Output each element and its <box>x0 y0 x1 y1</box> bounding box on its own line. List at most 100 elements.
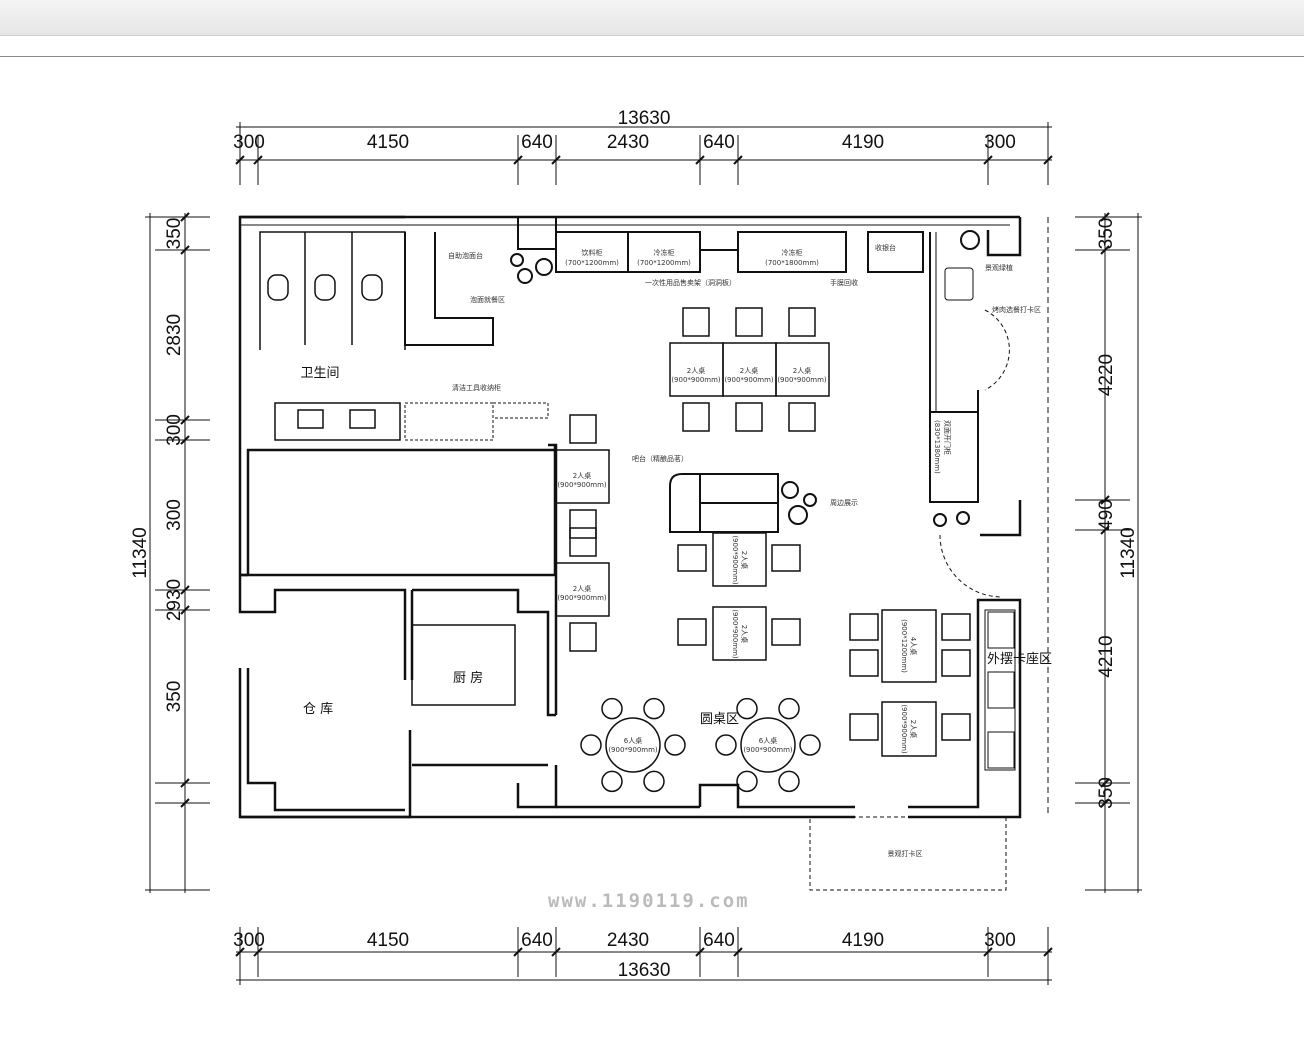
sink-icon <box>297 409 324 429</box>
table-size: (900*900mm) <box>724 376 774 384</box>
table-size: (900*900mm) <box>557 594 607 602</box>
room-kitchen: 厨 房 <box>453 670 483 686</box>
label-film-recycle: 手膜回收 <box>830 278 858 287</box>
square-table <box>775 342 830 397</box>
stool-icon <box>601 697 623 720</box>
dim-segment: 2830 <box>164 314 185 356</box>
label-disposable-rack: 一次性用品售卖架（洞洞板） <box>645 278 736 287</box>
square-table <box>555 449 610 504</box>
label-scenic-checkin: 景观打卡区 <box>888 849 923 858</box>
stool-icon <box>664 734 686 756</box>
table-label: 2人桌 <box>740 366 758 375</box>
watermark: www.1190119.com <box>548 890 750 912</box>
square-table <box>712 606 767 661</box>
chair-icon <box>682 402 710 432</box>
dim-total-width-bottom: 13630 <box>618 960 671 981</box>
dim-total-width: 13630 <box>618 108 671 129</box>
stool-icon <box>778 697 800 720</box>
table-label: 2人桌 <box>687 366 705 375</box>
dim-segment: 300 <box>984 132 1016 153</box>
square-table <box>881 701 937 757</box>
table-size: (900*900mm) <box>731 609 739 659</box>
chair-icon <box>569 622 597 652</box>
dining-tables: 2人桌(900*900mm)2人桌(900*900mm)2人桌(900*900m… <box>555 307 971 793</box>
round-table <box>605 717 661 773</box>
table-size: (900*900mm) <box>777 376 827 384</box>
room-restroom: 卫生间 <box>300 366 339 381</box>
stool-icon <box>580 734 602 756</box>
stool-icon <box>799 734 821 756</box>
stool-icon <box>643 770 665 793</box>
chair-icon <box>941 649 971 677</box>
dim-segment: 350 <box>1096 777 1117 809</box>
dim-segment: 4190 <box>842 930 884 951</box>
table-size: (900*900mm) <box>900 704 908 754</box>
stool-icon <box>715 734 737 756</box>
self-service-counter: 自助泡面台 泡面就餐区 清洁工具收纳柜 <box>404 216 557 441</box>
dim-segment: 300 <box>233 930 265 951</box>
dim-segment: 640 <box>521 930 553 951</box>
label-freezer-1: 冷冻柜 <box>654 248 675 257</box>
cabinets: 饮料柜 (700*1200mm) 冷冻柜 (700*1200mm) 冷冻柜 (7… <box>555 231 924 287</box>
walls <box>238 215 1022 819</box>
table-label: 2人桌 <box>793 366 811 375</box>
dim-segment: 300 <box>164 414 185 446</box>
table-size: (900*900mm) <box>557 481 607 489</box>
dim-segment: 300 <box>233 132 265 153</box>
chair-icon <box>569 509 597 539</box>
dim-segment: 2430 <box>607 132 649 153</box>
stool-icon <box>736 697 758 720</box>
round-table <box>740 717 796 773</box>
label-freezer-2-size: (700*1800mm) <box>765 259 819 267</box>
square-table <box>712 532 767 587</box>
dim-segment: 2430 <box>607 930 649 951</box>
table-label: 6人桌 <box>759 736 777 745</box>
label-freezer-1-size: (700*1200mm) <box>637 259 691 267</box>
table-label: 2人桌 <box>573 584 591 593</box>
stool-icon <box>736 770 758 793</box>
dim-segment: 490 <box>1096 499 1117 531</box>
chair-icon <box>682 307 710 337</box>
dim-segment: 4190 <box>842 132 884 153</box>
label-drink-cabinet-size: (700*1200mm) <box>565 259 619 267</box>
table-size: (900*900mm) <box>608 746 658 754</box>
chair-icon <box>849 613 879 641</box>
chair-icon <box>735 402 763 432</box>
bar-counter: 吧台（精酿品茗） 周边展示 <box>632 454 858 533</box>
chair-icon <box>677 618 707 646</box>
chair-icon <box>941 613 971 641</box>
plant-icon <box>510 230 980 527</box>
chair-icon <box>735 307 763 337</box>
room-round-table-area: 圆桌区 <box>700 712 739 727</box>
label-cleaning-storage: 清洁工具收纳柜 <box>452 383 501 392</box>
toilet-icon <box>267 274 383 301</box>
dim-segment: 4210 <box>1096 635 1117 677</box>
dim-total-height: 11340 <box>130 527 151 578</box>
stool-icon <box>643 697 665 720</box>
label-green-plant: 景观绿植 <box>985 263 1013 272</box>
room-outdoor-booth: 外摆卡座区 <box>987 652 1052 667</box>
dim-segment: 2930 <box>164 579 185 621</box>
table-label: 2人桌 <box>740 551 749 569</box>
stool-icon <box>778 770 800 793</box>
dim-total-height-right: 11340 <box>1118 527 1139 578</box>
chair-icon <box>569 414 597 444</box>
label-cashier: 收银台 <box>875 243 896 252</box>
chair-icon <box>941 713 971 741</box>
chair-icon <box>849 649 879 677</box>
dim-segment: 350 <box>1096 218 1117 250</box>
viewer-toolbar <box>0 0 1304 36</box>
chair-icon <box>771 544 801 572</box>
dim-segment: 640 <box>703 132 735 153</box>
right-fixtures: 景观绿植 烤肉选餐打卡区 双面开门柜 (830*1380mm) 外摆卡座区 景观… <box>809 217 1052 891</box>
label-bbq-checkin: 烤肉选餐打卡区 <box>992 305 1041 314</box>
dim-segment: 4150 <box>367 930 409 951</box>
chair-icon <box>569 527 597 557</box>
restroom: 卫生间 <box>259 231 406 441</box>
dim-segment: 350 <box>164 681 185 713</box>
dim-segment: 300 <box>164 499 185 531</box>
label-bar-counter: 吧台（精酿品茗） <box>632 454 688 463</box>
